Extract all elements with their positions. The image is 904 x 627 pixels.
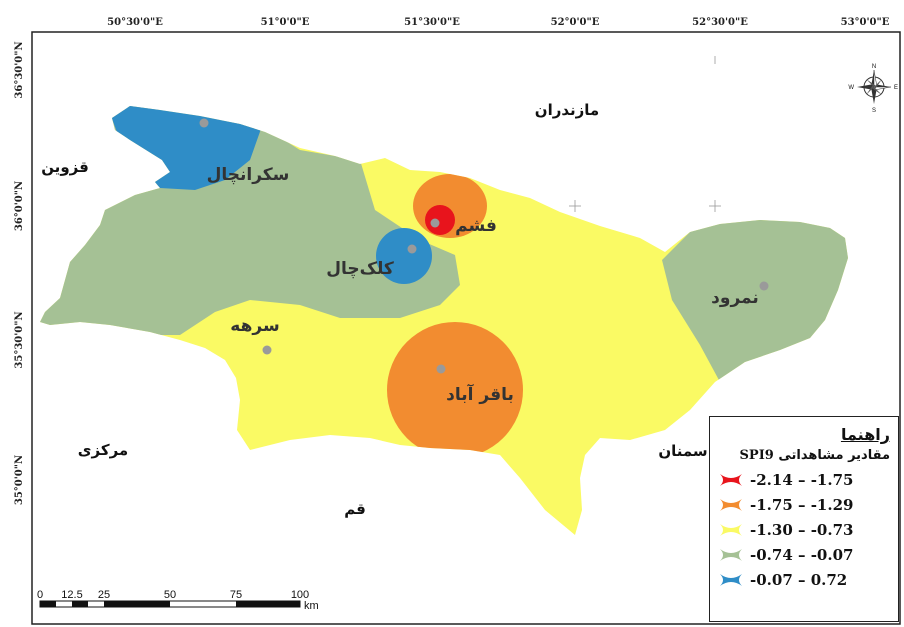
- legend: راهنما مقادیر مشاهداتی SPI9 -2.14 – -1.7…: [709, 416, 899, 622]
- scale-tick: 100: [291, 589, 309, 601]
- lon-label: 53°0'0"E: [841, 17, 890, 28]
- station-dot: [407, 244, 417, 254]
- legend-item: -1.30 – -0.73: [718, 517, 890, 542]
- station-label: باقر آباد: [446, 383, 514, 405]
- station-dot: [759, 281, 769, 291]
- scale-bar: 0 12.5 25 50 75 100 km: [37, 589, 319, 612]
- lon-label: 50°30'0"E: [107, 17, 163, 28]
- lat-label: 36°0'0"N: [14, 181, 25, 231]
- legend-swatch: [720, 523, 742, 536]
- compass-rose-icon: N S E W: [848, 64, 898, 114]
- lon-label: 52°30'0"E: [692, 17, 748, 28]
- compass-west: W: [848, 85, 854, 91]
- legend-subtitle-text: مقادیر مشاهداتی: [778, 448, 890, 463]
- neighbor-label-north: مازندران: [535, 101, 599, 119]
- lat-label: 35°0'0"N: [14, 455, 25, 505]
- lon-label: 51°30'0"E: [404, 17, 460, 28]
- station-dot: [262, 345, 272, 355]
- scale-tick: 12.5: [61, 589, 82, 601]
- neighbor-label-southwest: مرکزی: [78, 441, 128, 459]
- legend-range: -1.75 – -1.29: [750, 495, 854, 514]
- scale-tick: 75: [230, 589, 242, 601]
- legend-range: -0.07 – 0.72: [750, 570, 848, 589]
- station-dot: [199, 118, 209, 128]
- lon-label: 52°0'0"E: [551, 17, 600, 28]
- station-dot: [430, 218, 440, 228]
- station-markers: [199, 118, 769, 374]
- legend-items: -2.14 – -1.75 -1.75 – -1.29 -1.30 – -0.7…: [718, 467, 890, 592]
- legend-subtitle: مقادیر مشاهداتی SPI9: [718, 448, 890, 463]
- station-label: فشم: [455, 216, 497, 236]
- legend-item: -1.75 – -1.29: [718, 492, 890, 517]
- legend-swatch: [720, 548, 742, 561]
- legend-range: -1.30 – -0.73: [750, 520, 854, 539]
- station-dot: [436, 364, 446, 374]
- station-label: نمرود: [711, 288, 759, 308]
- legend-subtitle-index: SPI9: [739, 448, 774, 463]
- lon-label: 51°0'0"E: [261, 17, 310, 28]
- compass-east: E: [894, 85, 898, 91]
- zone-class-5-north: [108, 106, 262, 190]
- scale-tick: 0: [37, 589, 43, 601]
- zone-class-1: [425, 205, 455, 235]
- legend-item: -0.07 – 0.72: [718, 567, 890, 592]
- map-frame: [31, 31, 901, 625]
- legend-range: -2.14 – -1.75: [750, 470, 854, 489]
- lat-label: 35°30'0"N: [14, 311, 25, 368]
- compass-south: S: [872, 108, 876, 114]
- zone-class-5-center: [376, 228, 432, 284]
- neighbor-label-west: قزوین: [41, 158, 89, 176]
- zone-class-2-south: [387, 322, 523, 458]
- legend-title: راهنما: [840, 425, 890, 444]
- lat-label: 36°30'0"N: [14, 41, 25, 98]
- legend-item: -0.74 – -0.07: [718, 542, 890, 567]
- legend-swatch: [720, 473, 742, 486]
- scale-tick: 25: [98, 589, 110, 601]
- scale-tick: 50: [164, 589, 176, 601]
- legend-swatch: [720, 498, 742, 511]
- neighbor-label-south: قم: [344, 500, 366, 518]
- legend-range: -0.74 – -0.07: [750, 545, 854, 564]
- station-label: سرهه: [230, 316, 279, 336]
- station-label: سکرانچال: [207, 165, 290, 185]
- station-label: کلک‌چال: [326, 259, 394, 279]
- neighbor-label-east: سمنان: [658, 442, 707, 460]
- compass-north: N: [872, 64, 876, 70]
- legend-item: -2.14 – -1.75: [718, 467, 890, 492]
- legend-swatch: [720, 573, 742, 586]
- scale-unit: km: [304, 600, 319, 612]
